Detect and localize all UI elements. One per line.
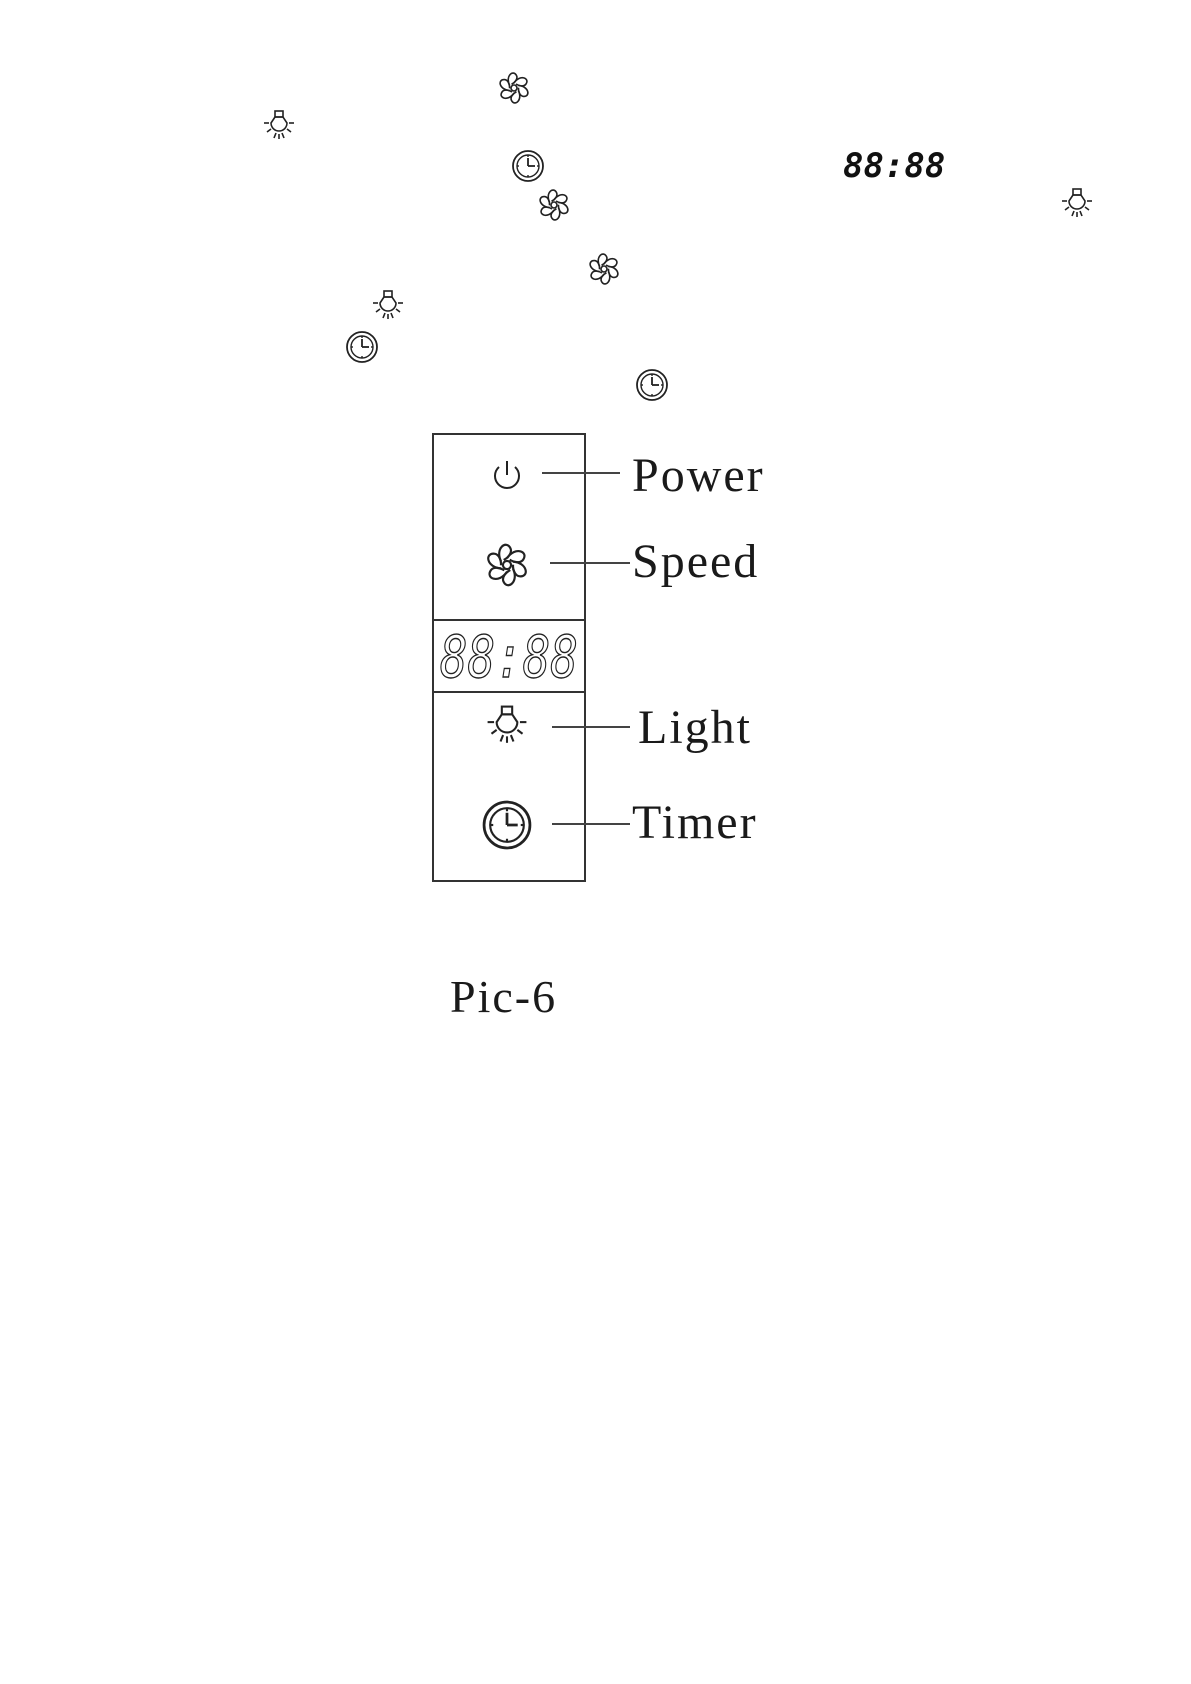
clock-icon: [481, 799, 533, 851]
display-digits: 88:88: [440, 623, 578, 691]
digital-display-frame: 88:88: [432, 619, 586, 693]
speed-button[interactable]: [484, 542, 530, 588]
power-leader-line: [542, 472, 620, 474]
fan-icon: [484, 542, 530, 588]
fan-icon: [587, 252, 621, 286]
speed-label: Speed: [632, 538, 759, 586]
timer-leader-line: [552, 823, 630, 825]
clock-icon: [511, 149, 545, 183]
timer-label: Timer: [632, 799, 758, 847]
figure-caption: Pic-6: [450, 974, 557, 1020]
timer-button[interactable]: [481, 799, 533, 851]
inline-digital-display: 88:88: [843, 149, 945, 183]
power-label: Power: [632, 452, 765, 500]
bulb-icon: [371, 289, 405, 323]
speed-leader-line: [550, 562, 630, 564]
bulb-icon: [262, 109, 296, 143]
bulb-icon: [1060, 187, 1094, 221]
fan-icon: [537, 188, 571, 222]
light-button[interactable]: [485, 704, 529, 748]
power-button[interactable]: [487, 456, 527, 496]
clock-icon: [345, 330, 379, 364]
light-leader-line: [552, 726, 630, 728]
power-icon: [487, 456, 527, 496]
clock-icon: [635, 368, 669, 402]
bulb-icon: [485, 704, 529, 748]
digital-display: 88:88: [434, 621, 584, 691]
light-label: Light: [638, 704, 752, 752]
fan-icon: [497, 71, 531, 105]
